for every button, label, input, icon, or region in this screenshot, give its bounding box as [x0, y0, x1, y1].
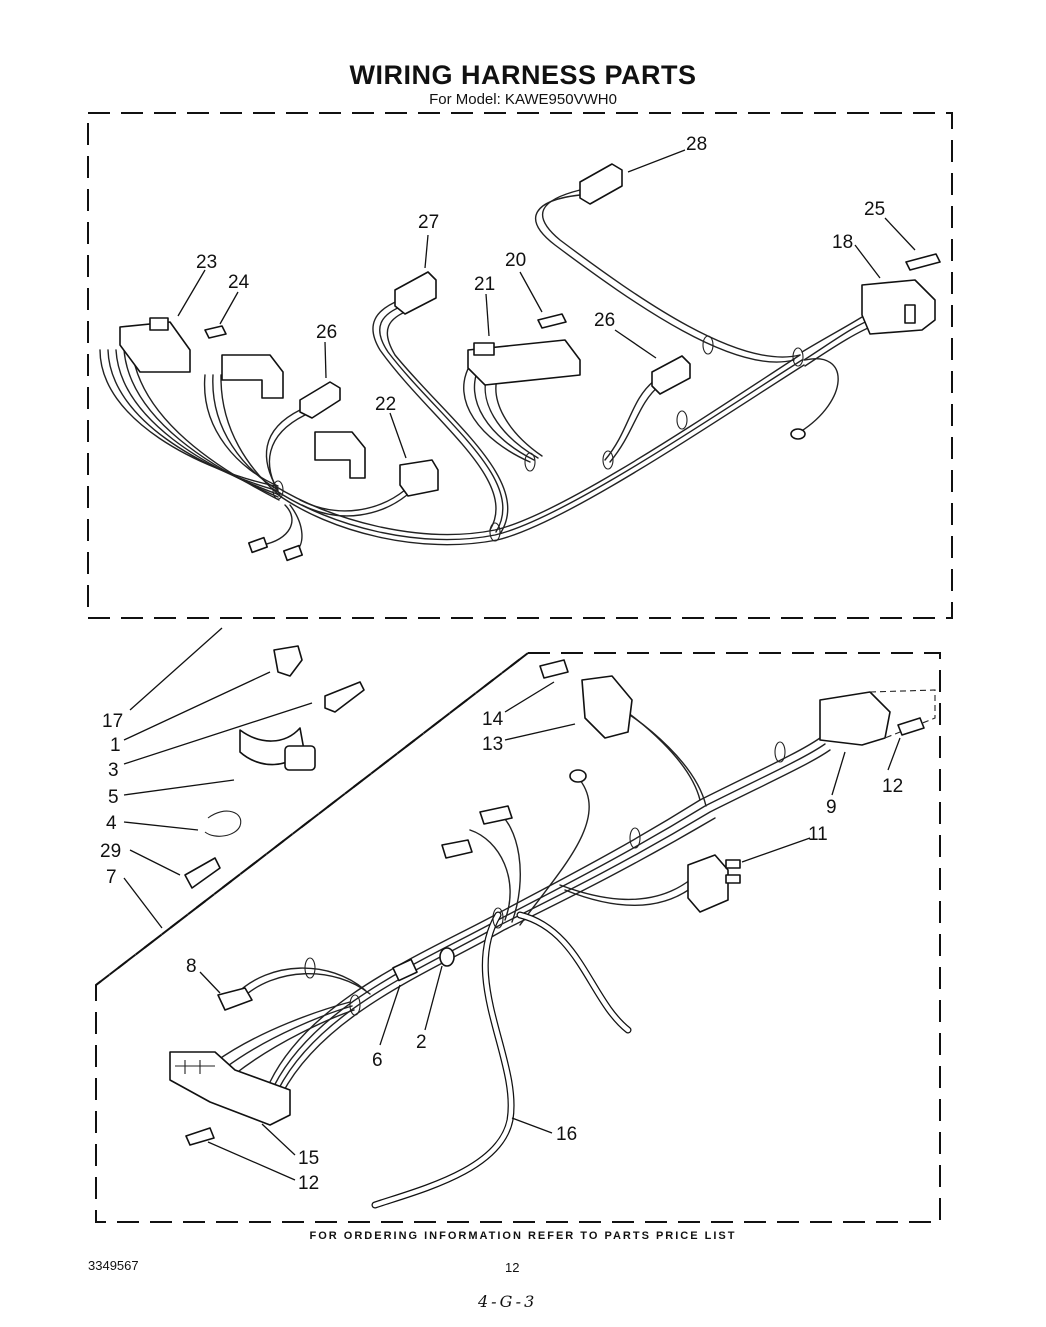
callout-27: 27 — [418, 212, 439, 233]
callout-14: 14 — [482, 709, 504, 730]
callout-9: 9 — [826, 797, 837, 818]
connector-26-left — [299, 381, 341, 419]
connector-23 — [119, 317, 191, 373]
clip-part-1b — [324, 681, 365, 713]
callout-21: 21 — [474, 274, 495, 295]
callout-28: 28 — [686, 134, 707, 155]
callout-25: 25 — [864, 199, 885, 220]
leader-lines — [123, 149, 916, 1181]
connector-8 — [217, 987, 253, 1011]
page-title: WIRING HARNESS PARTS — [349, 60, 697, 90]
terminal-20 — [537, 313, 567, 329]
callout-4: 4 — [106, 813, 117, 834]
lower-harness-frame — [95, 652, 941, 1223]
callout-17: 17 — [102, 711, 123, 732]
connector-small-a — [441, 839, 473, 859]
page-number: 12 — [505, 1260, 520, 1275]
callout-1: 1 — [110, 735, 121, 756]
connector-box-left — [221, 354, 284, 399]
model-subtitle: For Model: KAWE950VWH0 — [429, 91, 617, 108]
clamp-part-5 — [239, 727, 316, 771]
callout-6: 6 — [372, 1050, 383, 1071]
clip-part-1 — [273, 645, 303, 677]
callout-3: 3 — [108, 760, 119, 781]
clip-part-4 — [204, 810, 242, 837]
connector-22 — [399, 459, 439, 497]
callout-24: 24 — [228, 272, 250, 293]
connector-27 — [394, 271, 437, 315]
callout-5: 5 — [108, 787, 119, 808]
connector-13 — [581, 675, 633, 739]
connector-28 — [579, 163, 623, 205]
connector-21 — [467, 339, 581, 386]
connector-11 — [687, 854, 741, 913]
lower-frame-diagonal — [95, 652, 529, 986]
terminal-24 — [204, 325, 227, 339]
ordering-note: FOR ORDERING INFORMATION REFER TO PARTS … — [309, 1230, 737, 1242]
connector-9 — [819, 689, 936, 746]
connector-15 — [169, 1051, 291, 1126]
callout-29: 29 — [100, 841, 121, 862]
callout-11: 11 — [808, 824, 828, 845]
callout-26-left: 26 — [316, 322, 337, 343]
callout-22: 22 — [375, 394, 396, 415]
callout-26-right: 26 — [594, 310, 615, 331]
callout-12-upper: 12 — [882, 776, 903, 797]
terminal-12-upper — [897, 717, 925, 736]
callout-23: 23 — [196, 252, 217, 273]
connector-box-center — [314, 431, 366, 479]
callout-7: 7 — [106, 867, 117, 888]
connector-small-b — [479, 805, 513, 825]
connector-26-right — [651, 355, 691, 395]
callout-labels: 28 25 18 27 23 24 20 21 26 26 22 17 1 3 … — [100, 134, 903, 1194]
connector-18 — [861, 279, 936, 335]
callout-13: 13 — [482, 734, 503, 755]
handwritten-note: 4-G-3 — [478, 1292, 538, 1311]
terminal-12-lower — [185, 1127, 215, 1146]
clip-part-29 — [184, 857, 221, 889]
callout-2: 2 — [416, 1032, 427, 1053]
callout-20: 20 — [505, 250, 526, 271]
lower-main-harness — [214, 699, 831, 1209]
callout-8: 8 — [186, 956, 197, 977]
upper-harness-frame — [87, 112, 953, 619]
callout-15: 15 — [298, 1148, 319, 1169]
callout-18: 18 — [832, 232, 853, 253]
callout-16: 16 — [556, 1124, 577, 1145]
document-number: 3349567 — [88, 1258, 139, 1273]
terminal-14 — [539, 659, 569, 679]
terminal-25 — [905, 253, 941, 271]
callout-12-lower: 12 — [298, 1173, 319, 1194]
